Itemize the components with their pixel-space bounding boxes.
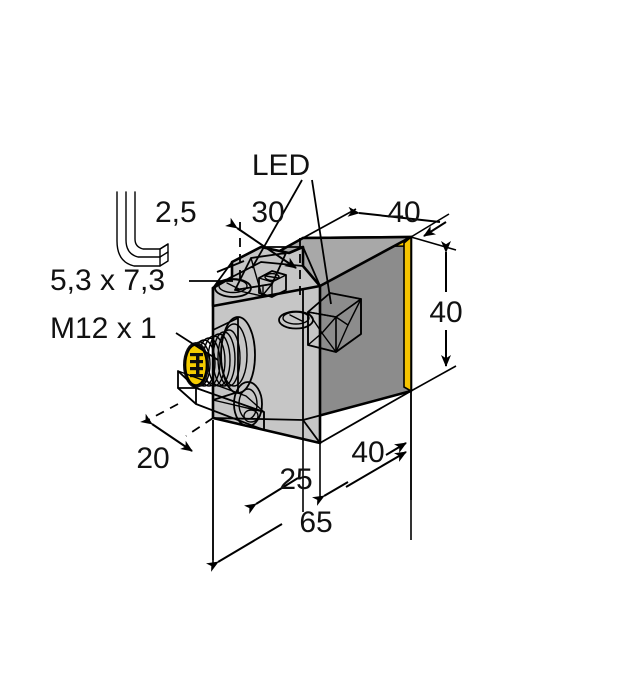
dimension-40-depth-label: 40 [387, 196, 420, 229]
slot-size-label: 5,3 x 7,3 [50, 264, 165, 297]
m12-connector-icon [183, 316, 256, 401]
thread-label: M12 x 1 [50, 312, 157, 345]
hex-key-icon [116, 191, 169, 267]
dimension-65 [205, 391, 412, 572]
led-label: LED [252, 149, 310, 182]
dimension-65-label: 65 [299, 506, 332, 539]
dimension-30 [225, 217, 301, 300]
dimension-30-label: 30 [251, 196, 284, 229]
dimension-40-depth [302, 206, 450, 239]
hex-key-size-label: 2,5 [155, 196, 197, 229]
dimension-40-height [410, 236, 457, 392]
dimension-40-length-label: 40 [351, 436, 384, 469]
body-bottom-sliver [212, 399, 265, 431]
thread-leader [175, 332, 219, 361]
accent-stripe-right [403, 235, 412, 393]
dimension-20 [140, 403, 214, 452]
connector-pins [190, 353, 203, 378]
dimension-40-height-label: 40 [429, 296, 462, 329]
dimension-20-label: 20 [136, 442, 169, 475]
dimension-25-label: 25 [279, 463, 312, 496]
